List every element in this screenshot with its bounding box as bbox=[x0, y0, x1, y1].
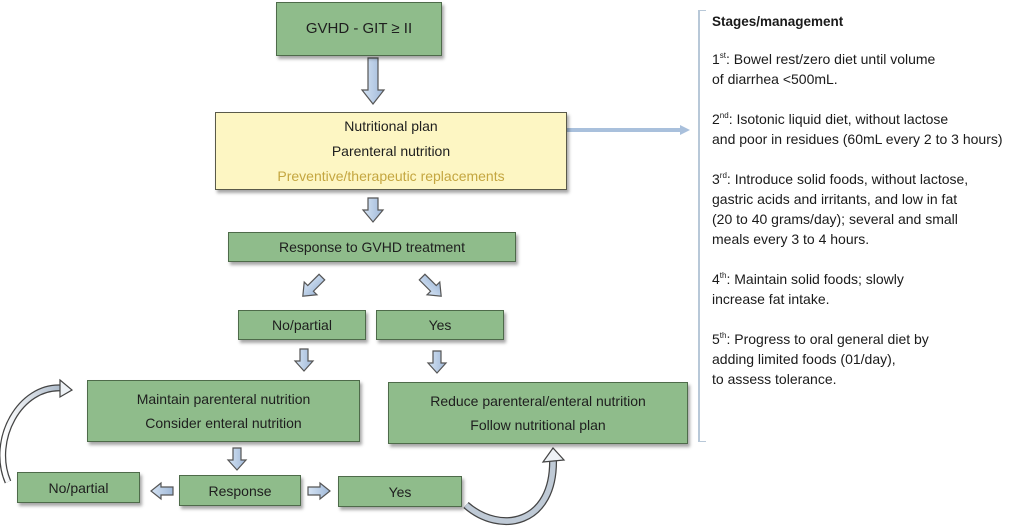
stage-line: of diarrhea <500mL. bbox=[712, 71, 838, 87]
stages-title: Stages/management bbox=[712, 14, 844, 29]
plan-line-3: Preventive/therapeutic replacements bbox=[277, 167, 505, 184]
response-treatment-label: Response to GVHD treatment bbox=[279, 239, 465, 255]
right-arrow-icon bbox=[307, 481, 331, 501]
plan-line-1: Nutritional plan bbox=[344, 117, 438, 134]
stage-item: 2nd: Isotonic liquid diet, without lacto… bbox=[712, 109, 1024, 149]
stage-number: 3 bbox=[712, 171, 720, 187]
stage-line: adding limited foods (01/day), bbox=[712, 351, 896, 367]
no-partial-node-2: No/partial bbox=[17, 472, 140, 503]
stage-text: : Introduce solid foods, without lactose… bbox=[726, 171, 969, 187]
reduce-parenteral-node: Reduce parenteral/enteral nutrition Foll… bbox=[388, 382, 688, 444]
stage-line: to assess tolerance. bbox=[712, 371, 837, 387]
stage-line: 5th: Progress to oral general diet by bbox=[712, 329, 1024, 349]
stage-text: : Bowel rest/zero diet until volume bbox=[726, 51, 936, 67]
stage-line: meals every 3 to 4 hours. bbox=[712, 231, 870, 247]
yes-label-1: Yes bbox=[428, 317, 452, 333]
start-node-gvhd: GVHD - GIT ≥ II bbox=[276, 2, 442, 56]
no-partial-node-1: No/partial bbox=[238, 310, 366, 340]
stage-item: 1st: Bowel rest/zero diet until volume of… bbox=[712, 49, 1024, 89]
response-label: Response bbox=[208, 482, 272, 499]
no-partial-label-1: No/partial bbox=[272, 317, 332, 333]
stage-number: 2 bbox=[712, 111, 720, 127]
stage-ordinal-suffix: th bbox=[719, 331, 727, 340]
maintain-line-1: Maintain parenteral nutrition bbox=[136, 391, 311, 407]
stage-line: 1st: Bowel rest/zero diet until volume bbox=[712, 49, 1024, 69]
stage-line: increase fat intake. bbox=[712, 291, 830, 307]
stage-line: 3rd: Introduce solid foods, without lact… bbox=[712, 169, 1024, 189]
maintain-parenteral-node: Maintain parenteral nutrition Consider e… bbox=[87, 380, 360, 442]
reduce-line-2: Follow nutritional plan bbox=[470, 417, 606, 433]
stage-text: : Progress to oral general diet by bbox=[726, 331, 929, 347]
stage-item: 4th: Maintain solid foods; slowly increas… bbox=[712, 269, 1024, 309]
reduce-line-1: Reduce parenteral/enteral nutrition bbox=[430, 393, 646, 409]
start-node-label: GVHD - GIT ≥ II bbox=[305, 20, 413, 37]
down-arrow-icon bbox=[226, 447, 248, 471]
plan-line-2: Parenteral nutrition bbox=[331, 142, 451, 159]
stage-line: (20 to 40 grams/day); several and small bbox=[712, 211, 958, 227]
stage-ordinal-suffix: th bbox=[719, 271, 727, 280]
stage-item: 5th: Progress to oral general diet by add… bbox=[712, 329, 1024, 389]
stages-panel: Stages/management 1st: Bowel rest/zero d… bbox=[712, 12, 1024, 409]
stage-number: 4 bbox=[712, 271, 720, 287]
stage-text: : Maintain solid foods; slowly bbox=[726, 271, 904, 287]
stage-number: 1 bbox=[712, 51, 720, 67]
no-partial-label-2: No/partial bbox=[48, 479, 109, 496]
down-arrow-icon bbox=[361, 197, 385, 223]
stage-line: 4th: Maintain solid foods; slowly bbox=[712, 269, 1024, 289]
down-arrow-icon bbox=[360, 57, 386, 105]
stage-text: : Isotonic liquid diet, without lactose bbox=[728, 111, 949, 127]
yes-node-1: Yes bbox=[376, 310, 504, 340]
down-left-arrow-icon bbox=[302, 273, 326, 297]
loop-arrow-left-icon bbox=[0, 378, 74, 484]
stages-bracket bbox=[698, 10, 706, 442]
stage-line: and poor in residues (60mL every 2 to 3 … bbox=[712, 131, 1003, 147]
loop-arrow-right-icon bbox=[463, 447, 566, 525]
down-arrow-icon bbox=[293, 348, 315, 372]
response-treatment-node: Response to GVHD treatment bbox=[228, 232, 516, 262]
stage-item: 3rd: Introduce solid foods, without lact… bbox=[712, 169, 1024, 249]
maintain-line-2: Consider enteral nutrition bbox=[145, 415, 302, 431]
stage-ordinal-suffix: nd bbox=[719, 111, 729, 120]
nutritional-plan-node: Nutritional plan Parenteral nutrition Pr… bbox=[215, 112, 567, 190]
down-right-arrow-icon bbox=[418, 273, 442, 297]
down-arrow-icon bbox=[426, 350, 448, 374]
stages-list: 1st: Bowel rest/zero diet until volume of… bbox=[712, 49, 1024, 389]
stage-line: 2nd: Isotonic liquid diet, without lacto… bbox=[712, 109, 1024, 129]
stage-number: 5 bbox=[712, 331, 720, 347]
yes-label-2: Yes bbox=[388, 483, 412, 500]
stage-ordinal-suffix: st bbox=[719, 51, 727, 60]
yes-node-2: Yes bbox=[338, 476, 462, 507]
stage-ordinal-suffix: rd bbox=[719, 171, 727, 180]
stage-line: gastric acids and irritants, and low in … bbox=[712, 191, 958, 207]
response-node: Response bbox=[179, 475, 301, 506]
left-arrow-icon bbox=[150, 481, 174, 501]
